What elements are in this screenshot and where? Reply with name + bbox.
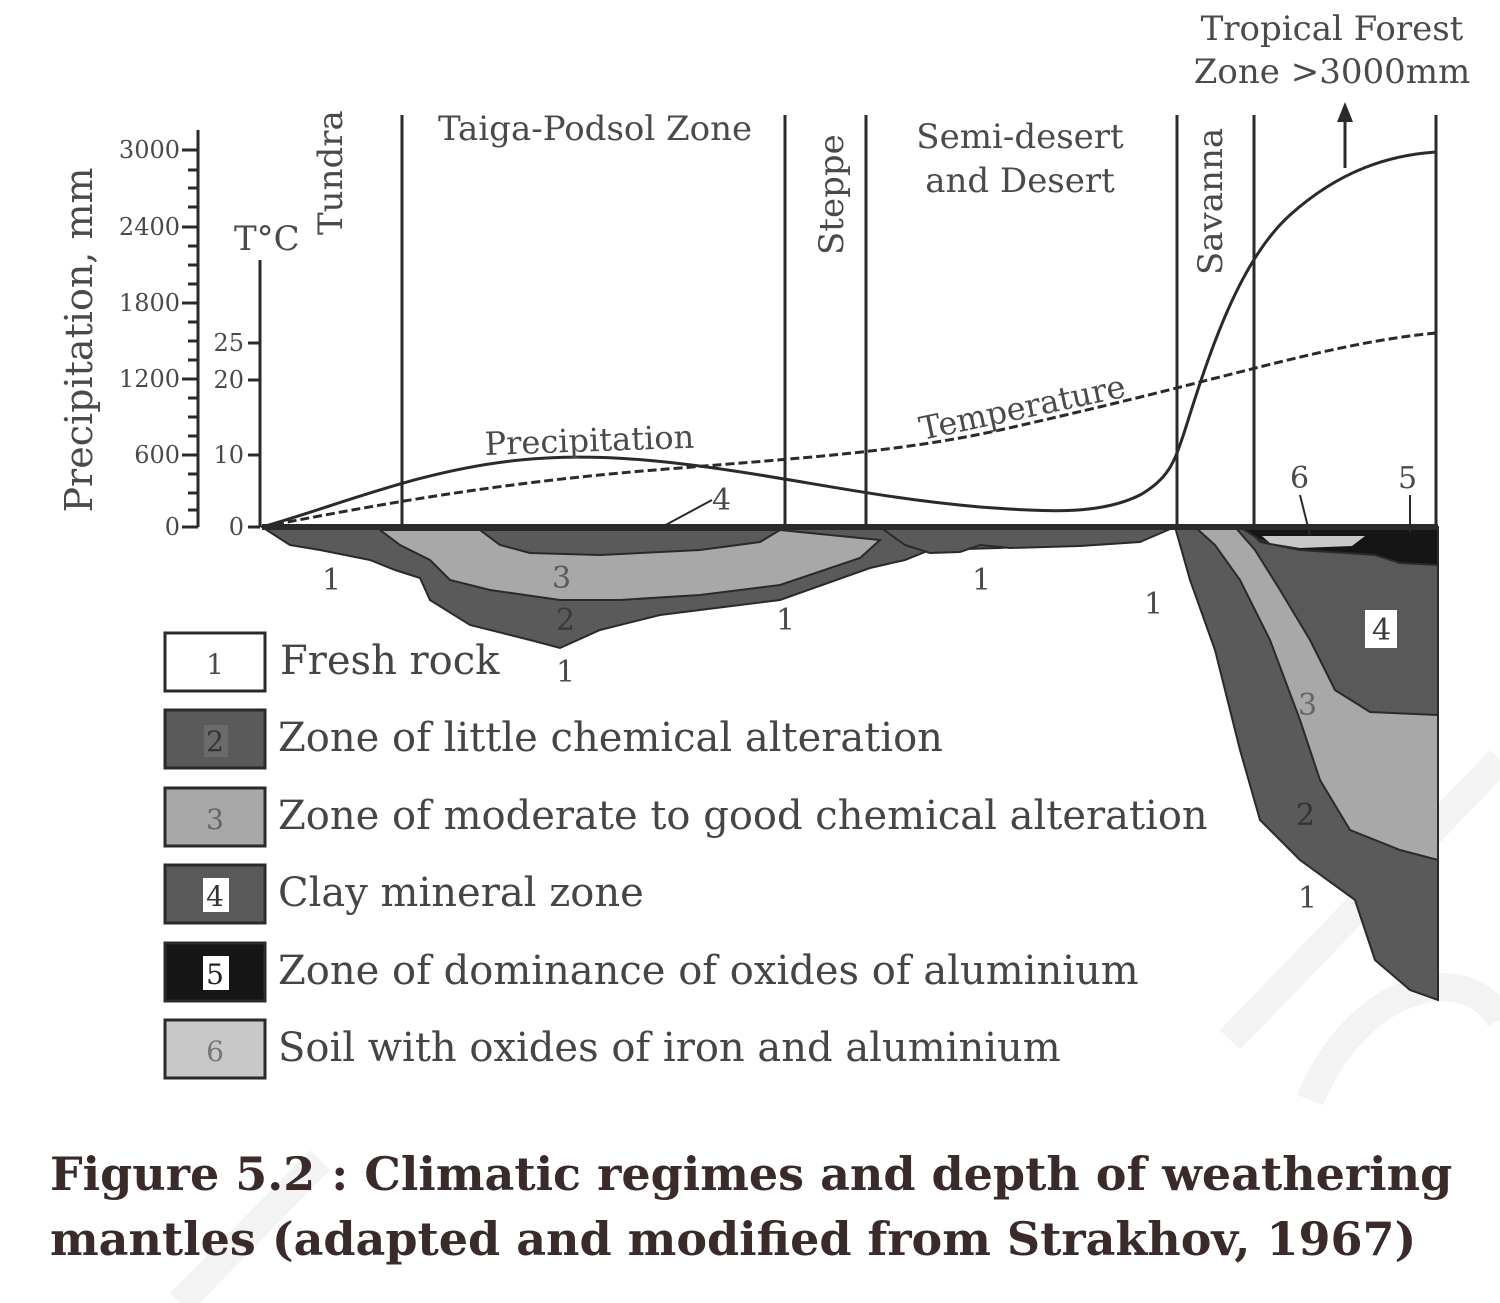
- leader-tropic-6: [1299, 494, 1311, 536]
- legend-item: 6 Soil with oxides of iron and aluminium: [163, 1018, 1061, 1080]
- taiga-zone-3: [377, 529, 883, 601]
- legend-label: Zone of moderate to good chemical altera…: [278, 793, 1208, 839]
- label-taiga-1-bottom: 1: [556, 655, 575, 690]
- temperature-curve: [261, 331, 1437, 529]
- weathering-profiles: [258, 526, 1439, 1002]
- legend-swatch-6: [163, 1018, 267, 1080]
- legend-item: 4 Clay mineral zone: [163, 863, 644, 925]
- label-tropic-4-box: [1365, 610, 1397, 648]
- zone-boundaries: [400, 115, 1438, 527]
- legend-num: 2: [206, 725, 224, 758]
- label-taiga-1-right: 1: [776, 603, 795, 638]
- legend-item: 3 Zone of moderate to good chemical alte…: [163, 786, 1208, 848]
- precipitation-axis-title: Precipitation, mm: [57, 167, 101, 512]
- temperature-axis: [248, 260, 262, 529]
- zone-label-steppe: Steppe: [812, 134, 852, 255]
- precip-tick-3000: 3000: [119, 136, 180, 164]
- legend-num: 6: [206, 1035, 224, 1068]
- zone-label-semi-desert-2: and Desert: [925, 161, 1115, 201]
- label-tundra-1: 1: [322, 563, 341, 598]
- temperature-axis-title: T°C: [234, 219, 300, 259]
- zone-label-semi-desert-1: Semi-desert: [916, 117, 1124, 157]
- legend-swatch-3: [163, 786, 267, 848]
- temp-tick-25: 25: [213, 329, 244, 357]
- temperature-curve-label: Temperature: [916, 367, 1129, 448]
- legend-label: Clay mineral zone: [278, 870, 644, 916]
- legend-swatch-1: [163, 631, 267, 693]
- legend-label: Fresh rock: [280, 638, 500, 684]
- legend-item: 1 Fresh rock: [163, 631, 500, 693]
- label-tropic-1: 1: [1298, 881, 1317, 916]
- label-tropic-6: 6: [1290, 461, 1309, 496]
- legend-num: 4: [206, 880, 224, 913]
- leader-taiga-4: [659, 499, 713, 529]
- precip-tick-2400: 2400: [119, 213, 180, 241]
- precipitation-curve: [261, 150, 1437, 529]
- temp-tick-20: 20: [213, 366, 244, 394]
- precip-tick-1200: 1200: [119, 365, 180, 393]
- label-taiga-2: 2: [556, 603, 575, 638]
- legend-item: 5 Zone of dominance of oxides of alumini…: [163, 941, 1139, 1003]
- legend: 1 Fresh rock 2 Zone of little chemical a…: [163, 631, 1208, 1080]
- legend-item: 2 Zone of little chemical alteration: [163, 708, 943, 770]
- desert-zone-2: [876, 526, 1176, 555]
- legend-label: Zone of dominance of oxides of aluminium: [278, 948, 1139, 994]
- label-taiga-3: 3: [552, 561, 571, 596]
- label-taiga-4: 4: [712, 483, 731, 518]
- label-tropic-2: 2: [1296, 798, 1315, 833]
- zone-label-tundra: Tundra: [311, 110, 351, 235]
- precipitation-axis: [182, 130, 200, 529]
- precip-tick-600: 600: [134, 441, 180, 469]
- precip-tick-0: 0: [165, 513, 180, 541]
- tropic-zone-6-top: [1262, 536, 1365, 548]
- figure-caption-line-2: mantles (adapted and modified from Strak…: [50, 1212, 1416, 1266]
- legend-num: 3: [206, 803, 224, 836]
- label-tropic-4: 4: [1372, 613, 1391, 648]
- figure-caption-line-1: Figure 5.2 : Climatic regimes and depth …: [50, 1147, 1452, 1201]
- legend-label: Soil with oxides of iron and aluminium: [278, 1025, 1061, 1071]
- precipitation-curve-label: Precipitation: [484, 418, 695, 463]
- label-desert-1: 1: [972, 563, 991, 598]
- legend-num: 5: [206, 958, 224, 991]
- label-savanna-1: 1: [1144, 587, 1163, 622]
- tropic-zone-4: [1232, 526, 1439, 717]
- label-tropic-3: 3: [1298, 688, 1317, 723]
- precip-tick-1800: 1800: [119, 289, 180, 317]
- arrow-up-icon: [1337, 102, 1353, 122]
- taiga-zone-4: [477, 529, 784, 557]
- zone-label-savanna: Savanna: [1191, 128, 1231, 275]
- zone-label-taiga: Taiga-Podsol Zone: [438, 109, 752, 149]
- temp-tick-0: 0: [229, 513, 244, 541]
- label-tropic-5: 5: [1398, 461, 1417, 496]
- legend-num: 1: [206, 648, 224, 681]
- zone-label-tropical-1: Tropical Forest: [1201, 9, 1464, 49]
- zone-label-tropical-2: Zone >3000mm: [1194, 52, 1470, 92]
- legend-label: Zone of little chemical alteration: [278, 715, 943, 761]
- temp-tick-10: 10: [213, 441, 244, 469]
